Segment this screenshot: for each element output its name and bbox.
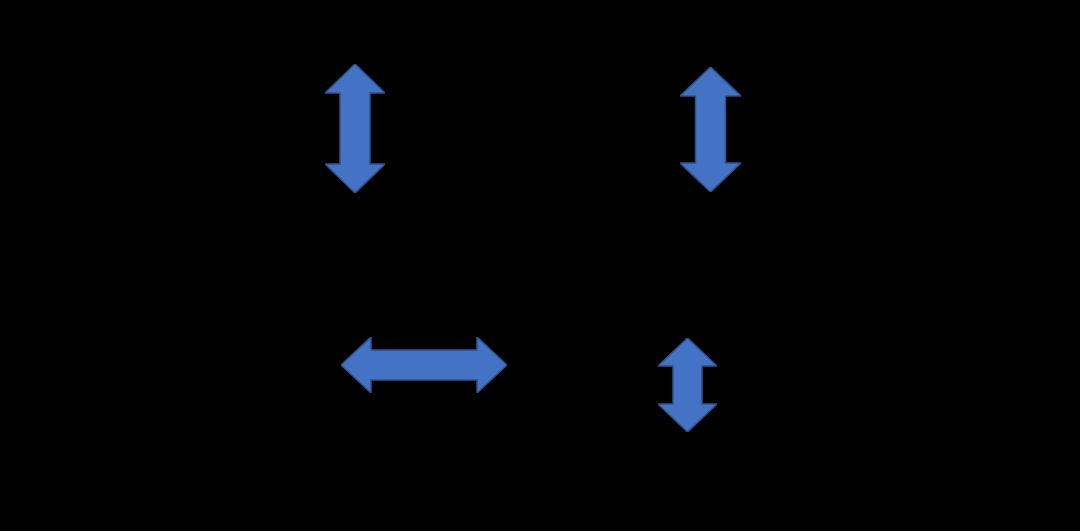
up-down-arrow-icon — [325, 64, 385, 193]
up-down-arrow-icon — [658, 338, 717, 432]
left-right-arrow-icon — [341, 337, 507, 393]
up-down-arrow-icon — [680, 67, 741, 192]
